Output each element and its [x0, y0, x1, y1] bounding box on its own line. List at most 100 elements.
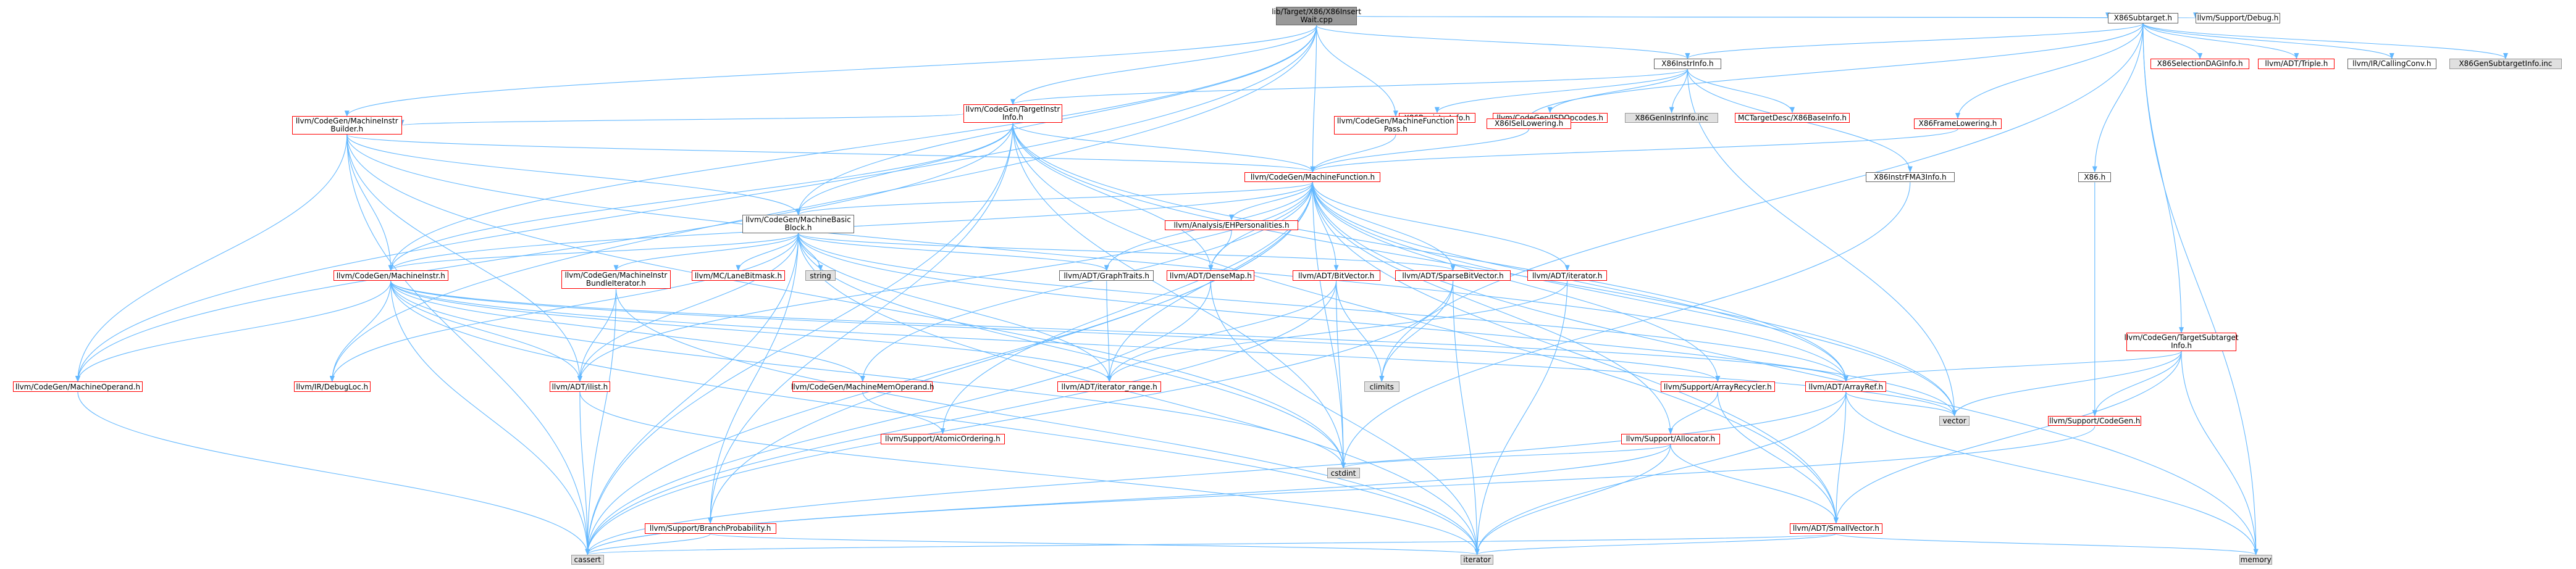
- node-cassert: cassert: [571, 554, 604, 565]
- edge-root-to-instrinfo: [1316, 25, 1690, 59]
- edge-mbb-to-graphtraits: [798, 233, 1109, 272]
- edge-mbb-to-lanebit: [736, 233, 799, 272]
- node-isellow[interactable]: X86ISelLowering.h: [1486, 118, 1572, 129]
- edge-root-to-mi: [388, 25, 1317, 272]
- edge-mi-to-cassert: [390, 281, 590, 555]
- node-mmo[interactable]: llvm/CodeGen/MachineMemOperand.h: [791, 381, 934, 392]
- edge-smallvec-to-iterator: [1475, 533, 1837, 555]
- node-arrayref[interactable]: llvm/ADT/ArrayRef.h: [1805, 381, 1887, 392]
- edge-mf-to-adtiter: [1312, 182, 1570, 272]
- edge-mbb-to-cassert: [585, 233, 799, 555]
- edge-allocator-to-iterator: [1474, 444, 1671, 555]
- node-baseinfo[interactable]: MCTargetDesc/X86BaseInfo.h: [1734, 112, 1850, 123]
- node-allocator[interactable]: llvm/Support/Allocator.h: [1621, 433, 1720, 444]
- node-lanebit[interactable]: llvm/MC/LaneBitmask.h: [692, 270, 785, 281]
- edge-bitvector-to-climits: [1336, 281, 1385, 383]
- edge-mf-to-arecycler: [1312, 182, 1721, 383]
- edge-tii-to-mibuilder: [400, 113, 964, 127]
- edge-root-to-mf: [1310, 25, 1317, 173]
- node-bitvector[interactable]: llvm/ADT/BitVector.h: [1292, 270, 1380, 281]
- node-vector: vector: [1939, 415, 1970, 426]
- node-ilist[interactable]: llvm/ADT/ilist.h: [550, 381, 610, 392]
- node-sparsebv[interactable]: llvm/ADT/SparseBitVector.h: [1395, 270, 1511, 281]
- edge-ilist-to-iterator: [579, 392, 1480, 555]
- node-memory: memory: [2239, 554, 2273, 565]
- node-tsi[interactable]: llvm/CodeGen/TargetSubtarget Info.h: [2125, 333, 2239, 352]
- node-atomic[interactable]: llvm/Support/AtomicOrdering.h: [881, 433, 1005, 444]
- edge-bundleiter-to-ilist: [577, 289, 617, 383]
- edge-instrinfo-to-reginfo: [1435, 69, 1688, 114]
- edge-mi-to-iterrange: [390, 281, 1112, 383]
- edge-mibuilder-to-mi: [346, 135, 393, 272]
- node-debug[interactable]: llvm/Support/Debug.h: [2196, 12, 2280, 23]
- node-bundleiter[interactable]: llvm/CodeGen/MachineInstr BundleIterator…: [561, 270, 671, 289]
- edge-mbb-to-mi: [388, 233, 799, 272]
- node-iterrange[interactable]: llvm/ADT/iterator_range.h: [1057, 381, 1162, 392]
- node-cstdint: cstdint: [1327, 468, 1360, 479]
- node-tii[interactable]: llvm/CodeGen/TargetInstr Info.h: [963, 104, 1062, 123]
- node-callconv[interactable]: llvm/IR/CallingConv.h: [2347, 59, 2436, 69]
- edge-mibuilder-to-cstdint: [346, 135, 1346, 469]
- edge-mi-to-arecycler: [390, 281, 1721, 383]
- edge-isellow-to-mf: [1310, 128, 1530, 173]
- edge-allocator-to-smallvec: [1670, 444, 1839, 524]
- edge-allocator-to-cassert: [585, 444, 1671, 555]
- node-mi[interactable]: llvm/CodeGen/MachineInstr.h: [333, 270, 448, 281]
- edge-sparsebv-to-iterator: [1453, 281, 1480, 555]
- edge-mi-to-mo: [75, 281, 392, 383]
- edge-ilist-to-cassert: [579, 392, 590, 555]
- node-fma3[interactable]: X86InstrFMA3Info.h: [1865, 172, 1955, 183]
- edge-subtarget-to-climits: [1379, 23, 2144, 383]
- edge-mibuilder-to-ilist: [346, 135, 582, 383]
- node-mibuilder[interactable]: llvm/CodeGen/MachineInstr Builder.h: [292, 116, 402, 135]
- edge-densemap-to-iterator: [1210, 281, 1480, 555]
- edge-sparsebv-to-cassert: [585, 281, 1454, 555]
- node-mbb[interactable]: llvm/CodeGen/MachineBasic Block.h: [742, 215, 855, 234]
- node-x86h[interactable]: X86.h: [2078, 172, 2112, 183]
- node-densemap[interactable]: llvm/ADT/DenseMap.h: [1167, 270, 1255, 281]
- edge-mbb-to-arrayref: [798, 233, 1848, 383]
- node-mo[interactable]: llvm/CodeGen/MachineOperand.h: [13, 381, 143, 392]
- edge-arrayref-to-vector: [1845, 391, 1957, 417]
- edge-tii-to-mf: [1012, 123, 1315, 173]
- edge-fma3-to-cstdint: [1341, 182, 1911, 469]
- edge-mi-to-cstdint: [390, 281, 1346, 469]
- edge-tsi-to-arrayref: [1844, 351, 2182, 383]
- node-mfpass[interactable]: llvm/CodeGen/MachineFunction Pass.h: [1334, 116, 1458, 135]
- node-instrinfo[interactable]: X86InstrInfo.h: [1654, 59, 1721, 69]
- edge-tsi-to-supcodegen: [2092, 351, 2182, 417]
- node-framelow[interactable]: X86FrameLowering.h: [1914, 118, 2002, 129]
- node-supcodegen[interactable]: llvm/Support/CodeGen.h: [2048, 415, 2142, 426]
- node-gensub: X86GenSubtargetInfo.inc: [2449, 59, 2562, 69]
- edge-sparsebv-to-climits: [1379, 281, 1454, 383]
- edge-arecycler-to-allocator: [1668, 392, 1718, 434]
- edge-densemap-to-cassert: [585, 281, 1211, 555]
- edge-mf-to-ehpers: [1229, 182, 1313, 221]
- edge-mf-to-arrayref: [1312, 182, 1848, 383]
- node-mf[interactable]: llvm/CodeGen/MachineFunction.h: [1244, 172, 1381, 183]
- node-smallvec[interactable]: llvm/ADT/SmallVector.h: [1789, 523, 1883, 534]
- node-adtiter[interactable]: llvm/ADT/iterator.h: [1527, 270, 1607, 281]
- node-arecycler[interactable]: llvm/Support/ArrayRecycler.h: [1661, 381, 1775, 392]
- edge-mbb-to-iterator: [798, 233, 1480, 555]
- node-geninstr: X86GenInstrInfo.inc: [1625, 112, 1719, 123]
- edge-smallvec-to-cassert: [585, 533, 1837, 555]
- node-subtarget[interactable]: X86Subtarget.h: [2108, 12, 2178, 23]
- node-graphtraits[interactable]: llvm/ADT/GraphTraits.h: [1059, 270, 1154, 281]
- edge-tsi-to-smallvec: [1833, 351, 2182, 524]
- edge-mi-to-mmo: [390, 281, 865, 383]
- edge-tii-to-arrayref: [1012, 123, 1848, 383]
- node-ehpers[interactable]: llvm/Analysis/EHPersonalities.h: [1164, 220, 1299, 231]
- node-triple[interactable]: llvm/ADT/Triple.h: [2258, 59, 2335, 69]
- edge-mbb-to-bundleiter: [613, 233, 799, 272]
- node-debugloc[interactable]: llvm/IR/DebugLoc.h: [293, 381, 371, 392]
- edge-mf-to-mbb: [795, 181, 1313, 216]
- edge-mfpass-to-mf: [1310, 135, 1396, 173]
- node-seldag[interactable]: X86SelectionDAGInfo.h: [2150, 59, 2249, 69]
- node-root: lib/Target/X86/X86Insert Wait.cpp: [1272, 7, 1361, 26]
- edge-mf-to-branchprob: [708, 182, 1313, 524]
- node-branchprob[interactable]: llvm/Support/BranchProbability.h: [644, 523, 776, 534]
- edge-smallvec-to-memory: [1836, 533, 2259, 555]
